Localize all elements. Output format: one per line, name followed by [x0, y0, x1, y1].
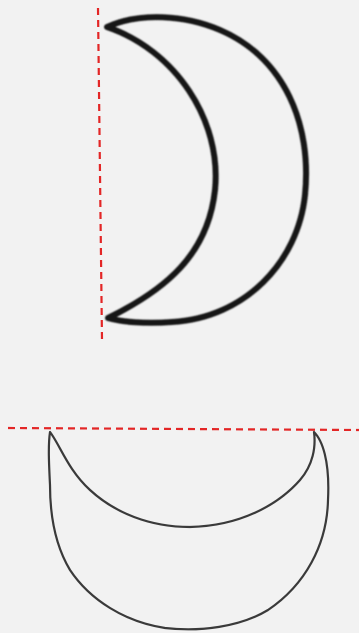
crescent-outline: [107, 17, 306, 323]
vertical-guide-line: [98, 8, 102, 340]
bowl-shape: [49, 432, 328, 629]
crescent-shape: [107, 17, 306, 323]
horizontal-guide-line: [8, 428, 359, 430]
bowl-outline: [49, 432, 328, 629]
